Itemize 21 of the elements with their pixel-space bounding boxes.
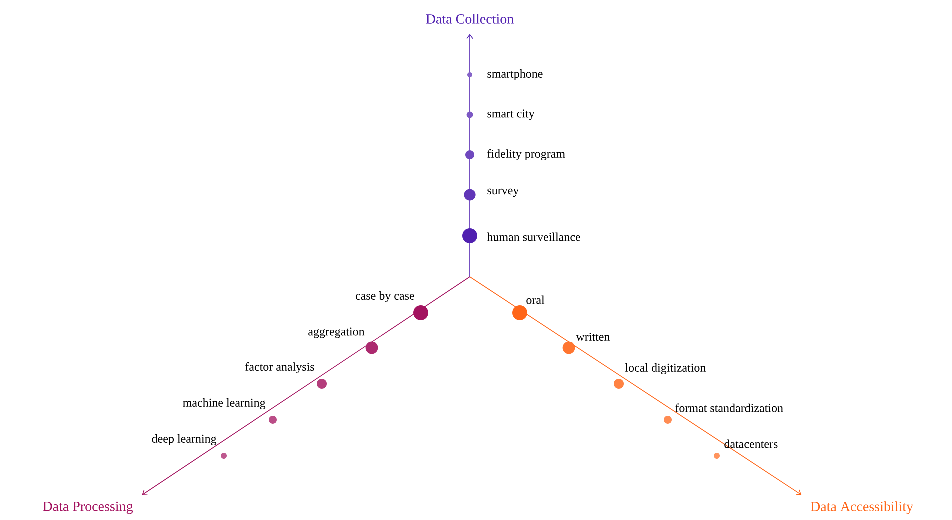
- item-label: machine learning: [183, 398, 266, 410]
- item-label: aggregation: [308, 328, 365, 338]
- axis-title: Data Accessibility: [810, 502, 914, 514]
- axis-arrow: [466, 34, 474, 278]
- axis-arrow: [470, 276, 802, 496]
- item-label: oral: [526, 296, 545, 304]
- item-label: datacenters: [724, 440, 778, 448]
- axis-arrow: [142, 276, 470, 496]
- axis-title: Data Collection: [426, 14, 514, 24]
- item-label: written: [576, 332, 610, 342]
- item-label: human surveillance: [487, 232, 580, 242]
- item-label: deep learning: [152, 434, 217, 446]
- item-label: smartphone: [488, 70, 543, 80]
- item-label: format standardization: [676, 404, 784, 412]
- item-label: case by case: [356, 292, 414, 302]
- item-label: smart city: [488, 110, 535, 120]
- item-label: survey: [488, 188, 520, 198]
- item-label: local digitization: [625, 364, 706, 374]
- item-label: factor analysis: [246, 362, 314, 374]
- axis-title: Data Processing: [43, 502, 134, 514]
- item-label: fidelity program: [488, 149, 566, 161]
